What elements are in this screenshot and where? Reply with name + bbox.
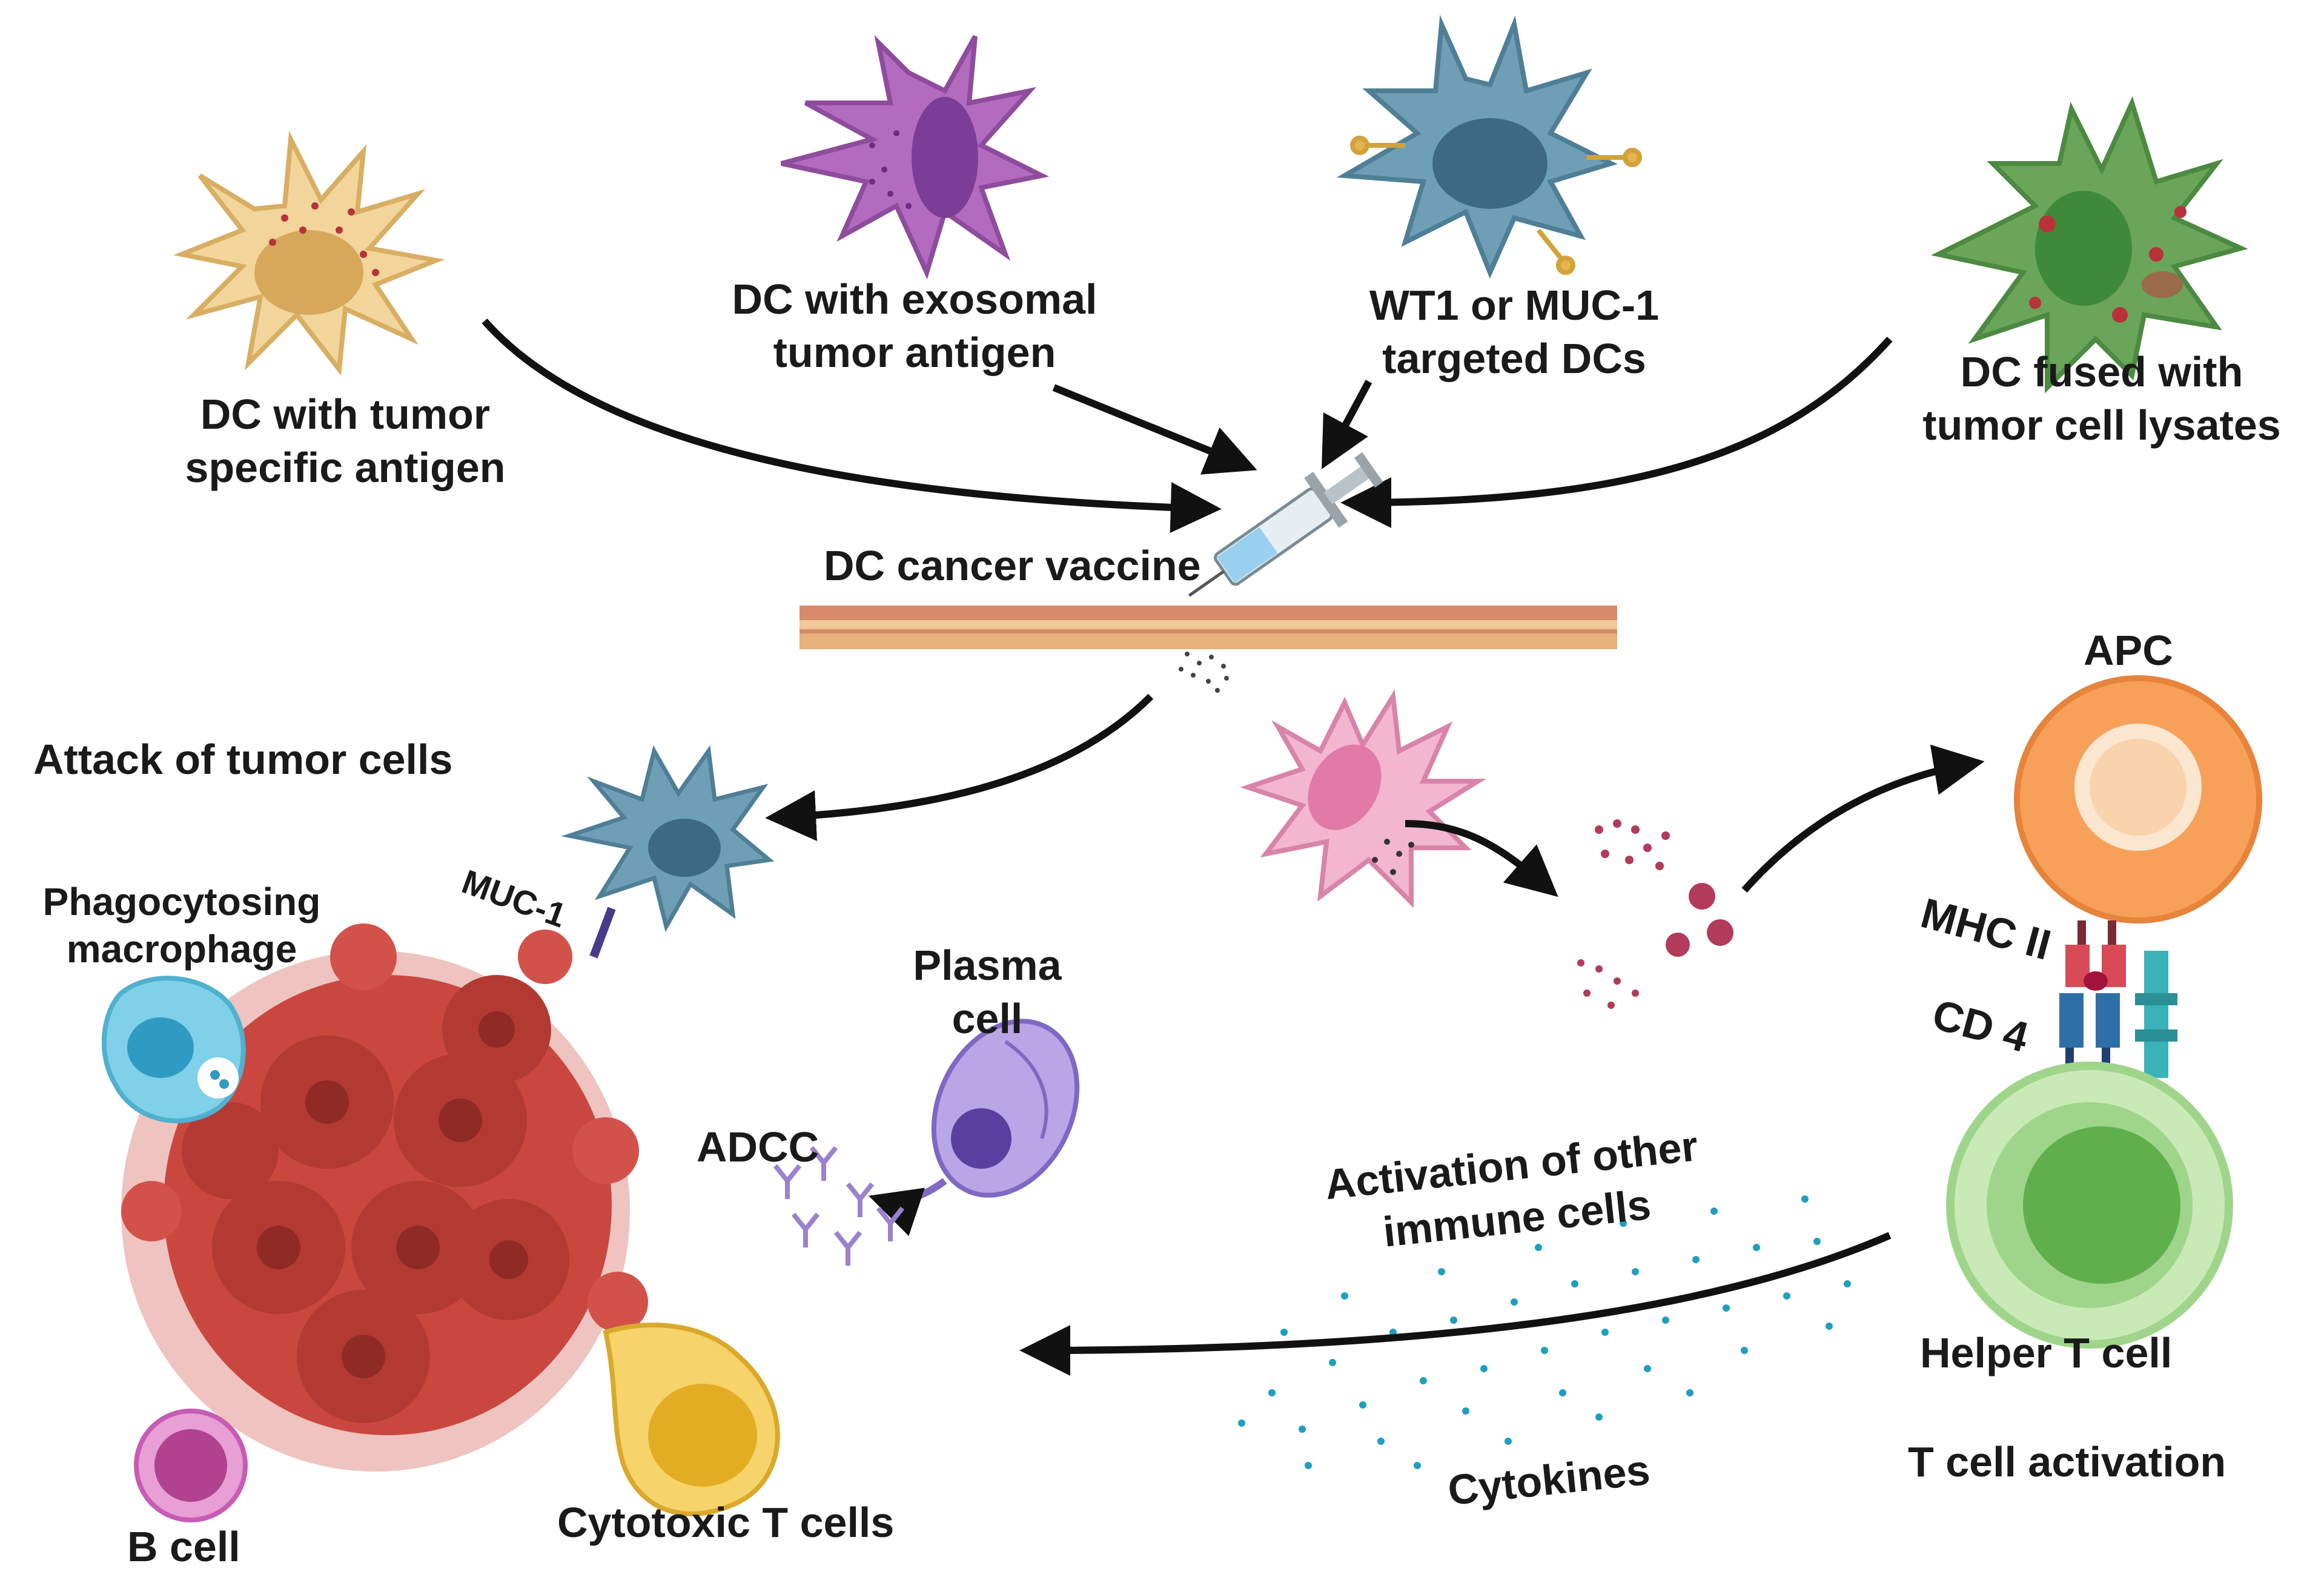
dc-pink-icon (1240, 689, 1486, 908)
mhc-cd4-receptors-icon (2059, 920, 2177, 1084)
label-dc-cancer-vaccine: DC cancer vaccine (824, 542, 1201, 589)
dc-wt1-muc1-icon (1336, 15, 1642, 279)
label-t-cell-activation: T cell activation (1908, 1438, 2226, 1485)
dc-fused-icon (1931, 96, 2248, 394)
arrow-to-apc (1741, 744, 1985, 893)
dc-tumor-specific-icon (173, 130, 445, 376)
label-b-cell: B cell (127, 1523, 240, 1570)
arrow-tumor-specific (482, 319, 1222, 534)
arrow-activation (1019, 1232, 1892, 1376)
label-apc: APC (2084, 627, 2173, 674)
dc-blue-attack-icon (561, 745, 775, 959)
arrow-exosomal (1052, 384, 1257, 475)
arrow-to-tumor-dc (765, 693, 1154, 841)
label-adcc: ADCC (697, 1123, 819, 1171)
syringe-icon (1188, 452, 1383, 597)
skin-layer (799, 606, 1617, 649)
cytotoxic-t-cell-icon (603, 1323, 780, 1516)
vaccine-particles (1179, 652, 1229, 693)
label-attack-tumor: Attack of tumor cells (33, 736, 453, 783)
macrophage-icon (101, 976, 246, 1123)
arrow-wt1 (1322, 380, 1372, 469)
antigen-peptides-icon (1577, 819, 1733, 1009)
helper-t-cell-icon (1946, 1062, 2233, 1349)
apc-icon (2014, 675, 2262, 924)
label-helper-t: Helper T cell (1920, 1329, 2173, 1376)
label-cytotoxic-t: Cytotoxic T cells (557, 1499, 895, 1546)
dc-exosomal-icon (780, 35, 1050, 280)
b-cell-icon (134, 1409, 248, 1522)
tumor-mass (121, 924, 648, 1472)
plasma-cell-icon (869, 1019, 1080, 1237)
antibodies-icon (773, 1146, 905, 1266)
arrow-pink-to-peptides (1405, 820, 1558, 897)
arrow-fused (1340, 336, 1893, 528)
